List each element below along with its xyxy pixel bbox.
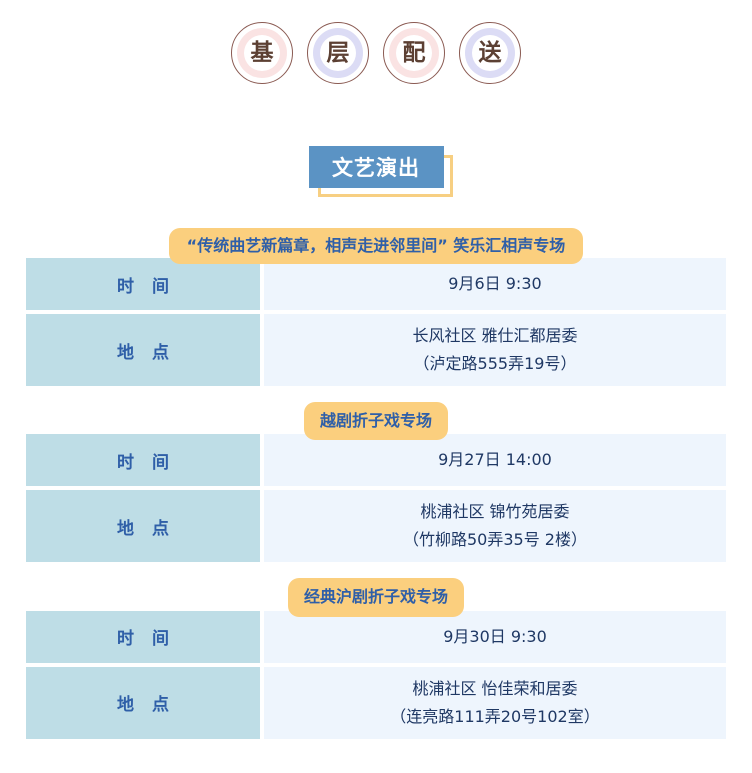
badge-circle-2: 层: [307, 22, 369, 84]
label-time: 时 间: [26, 610, 260, 663]
value-time: 9月6日 9:30: [264, 258, 726, 311]
badge-glyph: 配: [402, 39, 426, 66]
event-list: “传统曲艺新篇章，相声走进邻里间” 笑乐汇相声专场 时 间 9月6日 9:30 …: [0, 228, 752, 755]
badge-core-icon: [472, 35, 508, 71]
table-row: 地 点 桃浦社区 锦竹苑居委 （竹柳路50弄35号 2楼）: [26, 490, 726, 563]
value-place: 桃浦社区 锦竹苑居委 （竹柳路50弄35号 2楼）: [264, 490, 726, 563]
event-block-3: 经典沪剧折子戏专场 时 间 9月30日 9:30 地 点 桃浦社区 怡佳荣和居委…: [0, 578, 752, 739]
table-row: 时 间 9月30日 9:30: [26, 610, 726, 663]
value-time: 9月30日 9:30: [264, 610, 726, 663]
value-place: 桃浦社区 怡佳荣和居委 （连亮路111弄20号102室）: [264, 666, 726, 739]
badge-glyph: 送: [478, 39, 502, 66]
banner-label: 文艺演出: [308, 146, 444, 188]
event-table: 时 间 9月30日 9:30 地 点 桃浦社区 怡佳荣和居委 （连亮路111弄2…: [26, 610, 726, 739]
event-table: 时 间 9月6日 9:30 地 点 长风社区 雅仕汇都居委 （泸定路555弄19…: [26, 258, 726, 387]
section-banner: 文艺演出: [308, 146, 453, 197]
badge-glyph: 基: [250, 39, 274, 66]
label-place: 地 点: [26, 666, 260, 739]
badge-circle-1: 基: [231, 22, 293, 84]
event-title: “传统曲艺新篇章，相声走进邻里间” 笑乐汇相声专场: [168, 228, 584, 265]
table-row: 时 间 9月6日 9:30: [26, 258, 726, 311]
badge-core-icon: [396, 35, 432, 71]
event-block-2: 越剧折子戏专场 时 间 9月27日 14:00 地 点 桃浦社区 锦竹苑居委 （…: [0, 402, 752, 563]
badge-circle-4: 送: [459, 22, 521, 84]
event-title: 经典沪剧折子戏专场: [287, 578, 464, 617]
value-place: 长风社区 雅仕汇都居委 （泸定路555弄19号）: [264, 314, 726, 387]
event-table: 时 间 9月27日 14:00 地 点 桃浦社区 锦竹苑居委 （竹柳路50弄35…: [26, 434, 726, 563]
event-title-line2: 笑乐汇相声专场: [453, 236, 566, 255]
event-title-line1: 越剧折子戏专场: [319, 411, 432, 431]
value-place-line1: 桃浦社区 怡佳荣和居委: [412, 678, 578, 698]
value-time: 9月27日 14:00: [264, 434, 726, 487]
badge-circle-3: 配: [383, 22, 445, 84]
badge-core-icon: [244, 35, 280, 71]
event-title-line1: “传统曲艺新篇章，相声走进邻里间”: [186, 236, 448, 255]
value-place-line2: （连亮路111弄20号102室）: [390, 706, 600, 726]
event-block-1: “传统曲艺新篇章，相声走进邻里间” 笑乐汇相声专场 时 间 9月6日 9:30 …: [0, 228, 752, 387]
table-row: 地 点 桃浦社区 怡佳荣和居委 （连亮路111弄20号102室）: [26, 666, 726, 739]
value-place-line2: （泸定路555弄19号）: [413, 354, 577, 374]
badge-row: 基 层 配 送: [0, 22, 752, 84]
label-place: 地 点: [26, 490, 260, 563]
badge-glyph: 层: [326, 39, 350, 66]
section-banner-wrap: 文艺演出: [0, 146, 752, 197]
label-time: 时 间: [26, 434, 260, 487]
label-place: 地 点: [26, 314, 260, 387]
event-title: 越剧折子戏专场: [303, 402, 448, 441]
badge-core-icon: [320, 35, 356, 71]
value-place-line1: 桃浦社区 锦竹苑居委: [420, 502, 570, 522]
label-time: 时 间: [26, 258, 260, 311]
table-row: 地 点 长风社区 雅仕汇都居委 （泸定路555弄19号）: [26, 314, 726, 387]
event-title-line1: 经典沪剧折子戏专场: [303, 587, 448, 607]
value-place-line2: （竹柳路50弄35号 2楼）: [403, 530, 587, 550]
table-row: 时 间 9月27日 14:00: [26, 434, 726, 487]
value-place-line1: 长风社区 雅仕汇都居委: [412, 326, 578, 346]
